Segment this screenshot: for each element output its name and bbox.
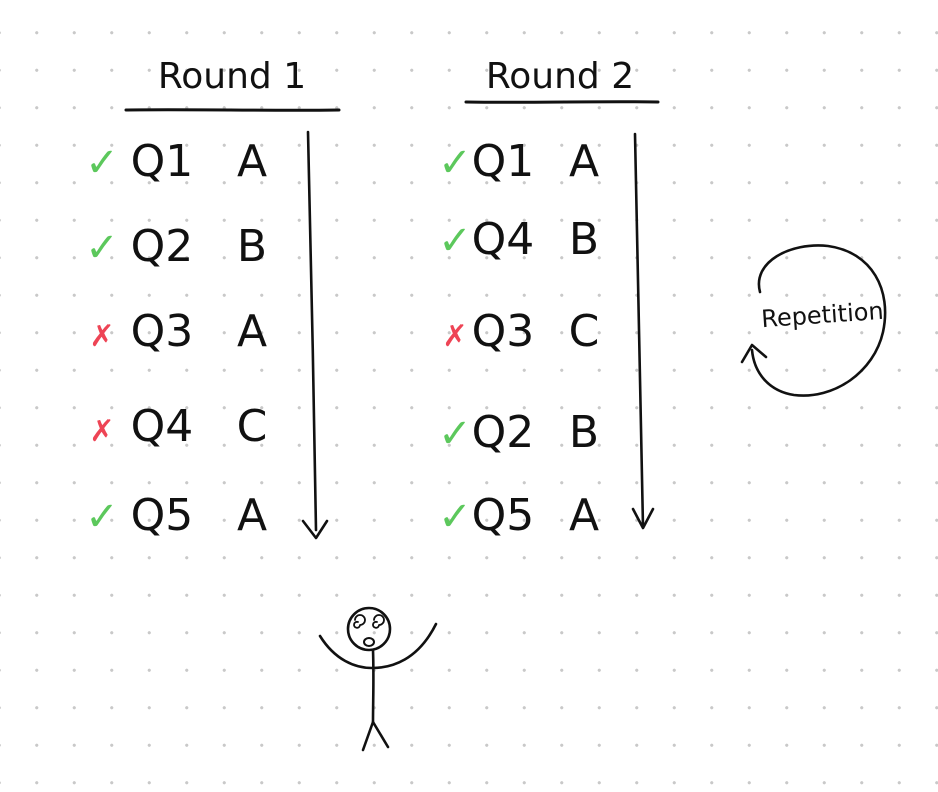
cycle-arrow-icon <box>750 244 887 397</box>
question-label: Q3 <box>472 306 535 357</box>
round-1-order-arrow-shaft <box>306 130 318 532</box>
figure-arms <box>318 622 438 670</box>
answer-label: B <box>569 214 599 265</box>
correct-check-icon: ✓ <box>438 218 472 264</box>
round-2-order-arrow-shaft <box>633 132 645 529</box>
figure-mouth <box>363 637 375 647</box>
question-label: Q1 <box>472 136 535 187</box>
answer-label: A <box>569 136 599 187</box>
correct-check-icon: ✓ <box>85 494 119 540</box>
question-label: Q2 <box>131 221 194 272</box>
answer-label: B <box>569 407 599 458</box>
round-1-order-arrow-head <box>301 519 329 540</box>
correct-check-icon: ✓ <box>438 411 472 457</box>
correct-check-icon: ✓ <box>85 140 119 186</box>
round-2-title: Round 2 <box>486 56 634 97</box>
question-label: Q5 <box>131 490 194 541</box>
repetition-cycle: Repetition <box>740 244 887 397</box>
cycle-arrowhead-icon <box>740 343 768 364</box>
repetition-label: Repetition <box>760 297 884 333</box>
round-1-title: Round 1 <box>158 56 306 97</box>
answer-label: A <box>237 136 267 187</box>
question-label: Q5 <box>472 490 535 541</box>
round-1-underline <box>124 108 341 112</box>
answer-label: C <box>569 306 600 357</box>
answer-label: A <box>237 306 267 357</box>
question-label: Q4 <box>131 401 194 452</box>
answer-label: A <box>569 490 599 541</box>
figure-legs <box>361 720 390 752</box>
answer-label: A <box>237 490 267 541</box>
correct-check-icon: ✓ <box>438 140 472 186</box>
wrong-cross-icon: ✗ <box>442 319 467 354</box>
round-2-underline <box>464 100 660 104</box>
dizzy-stick-figure-icon <box>318 606 438 752</box>
wrong-cross-icon: ✗ <box>89 414 114 449</box>
correct-check-icon: ✓ <box>85 225 119 271</box>
question-label: Q4 <box>472 214 535 265</box>
wrong-cross-icon: ✗ <box>89 319 114 354</box>
question-label: Q1 <box>131 136 194 187</box>
round-2-order-arrow-head <box>631 507 655 530</box>
figure-right-eye-spiral <box>372 614 385 629</box>
answer-label: C <box>237 401 268 452</box>
correct-check-icon: ✓ <box>438 494 472 540</box>
figure-left-eye-spiral <box>353 614 366 629</box>
figure-head <box>346 606 392 652</box>
question-label: Q3 <box>131 306 194 357</box>
question-label: Q2 <box>472 407 535 458</box>
answer-label: B <box>237 221 267 272</box>
